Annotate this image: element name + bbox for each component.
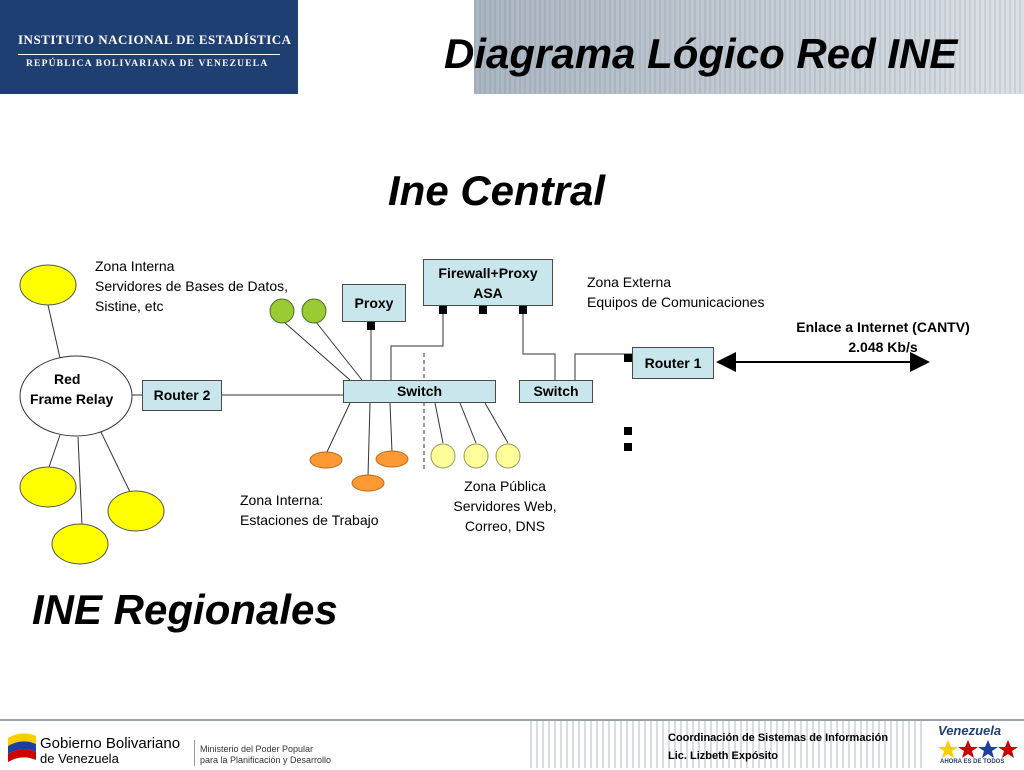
switch-main: Switch <box>343 380 496 403</box>
zone-workstations: Zona Interna: Estaciones de Trabajo <box>240 490 379 530</box>
link-regional-1 <box>47 434 61 471</box>
regional-node <box>19 466 77 508</box>
port-marker <box>479 306 487 314</box>
public-server <box>430 443 456 469</box>
link-public-2 <box>459 402 477 444</box>
zone-public: Zona Pública Servidores Web, Correo, DNS <box>440 476 570 536</box>
footer-pattern <box>530 721 925 768</box>
regional-node <box>19 264 77 306</box>
zone-label-line: Estaciones de Trabajo <box>240 512 379 528</box>
ministry-line1: Ministerio del Poder Popular <box>200 744 314 754</box>
zone-label-line: Zona Pública <box>464 478 546 494</box>
zone-label-line: Equipos de Comunicaciones <box>587 294 765 310</box>
venezuela-brand: Venezuela <box>938 723 1002 738</box>
internet-link-label: Enlace a Internet (CANTV) 2.048 Kb/s <box>778 317 988 357</box>
router-2: Router 2 <box>142 380 222 411</box>
link-public-3 <box>484 402 509 444</box>
port-marker <box>624 427 632 435</box>
link-regional-2 <box>77 436 83 526</box>
link-extswitch-router1 <box>574 353 633 380</box>
link-station-3 <box>389 402 393 453</box>
link-server-2 <box>315 321 363 381</box>
port-marker <box>624 443 632 451</box>
link-regional-3 <box>99 429 131 493</box>
footer-divider <box>194 740 195 766</box>
venezuela-slogan: AHORA ES DE TODOS <box>940 759 1005 765</box>
zone-label-line: Zona Interna <box>95 258 175 274</box>
link-firewall-extswitch <box>522 306 556 380</box>
switch-external: Switch <box>519 380 593 403</box>
regional-node <box>107 490 165 532</box>
link-firewall-switch <box>390 306 444 380</box>
zone-label-line: Servidores Web, <box>453 498 557 514</box>
header-shade <box>474 0 1024 94</box>
regional-section-title: INE Regionales <box>32 586 338 633</box>
internal-server <box>269 298 295 324</box>
link-station-2 <box>367 402 371 477</box>
asa-label: ASA <box>473 285 503 301</box>
port-marker <box>624 354 632 362</box>
internet-link-name: Enlace a Internet (CANTV) <box>796 319 970 335</box>
zone-label-line: Zona Externa <box>587 274 672 290</box>
gov-name-line1: Gobierno Bolivariano <box>40 735 181 752</box>
workstation <box>375 450 409 468</box>
regional-node <box>51 523 109 565</box>
public-server <box>495 443 521 469</box>
firewall-label: Firewall+Proxy <box>438 265 538 281</box>
gov-name-line2: de Venezuela <box>40 751 119 766</box>
zone-label-line: Sistine, etc <box>95 298 164 314</box>
router-1: Router 1 <box>632 347 714 379</box>
frame-relay-network <box>19 355 133 437</box>
zone-external: Zona Externa Equipos de Comunicaciones <box>587 272 764 312</box>
port-marker <box>519 306 527 314</box>
central-section-title: Ine Central <box>388 167 606 214</box>
link-regional-top <box>47 304 61 359</box>
workstation <box>351 474 385 492</box>
institute-logo-panel <box>0 0 298 94</box>
credit-line2: Lic. Lizbeth Expósito <box>668 750 779 762</box>
internal-server <box>301 298 327 324</box>
workstation <box>309 451 343 469</box>
page-title: Diagrama Lógico Red INE <box>444 30 958 77</box>
internet-link-speed: 2.048 Kb/s <box>848 339 918 355</box>
zone-label-line: Zona Interna: <box>240 492 324 508</box>
link-server-1 <box>283 321 351 381</box>
port-marker <box>439 306 447 314</box>
zone-internal-servers: Zona Interna Servidores de Bases de Dato… <box>95 256 288 316</box>
venezuela-flag-icon <box>8 733 36 762</box>
port-marker <box>367 322 375 330</box>
people-stars-icon <box>938 740 1018 758</box>
institute-name: INSTITUTO NACIONAL DE ESTADÍSTICA <box>18 32 292 47</box>
republic-name: REPÚBLICA BOLIVARIANA DE VENEZUELA <box>26 59 269 69</box>
zone-label-line: Servidores de Bases de Datos, <box>95 278 288 294</box>
public-server <box>463 443 489 469</box>
frame-relay-label-2: Frame Relay <box>30 391 114 407</box>
link-station-1 <box>325 402 351 455</box>
proxy-box: Proxy <box>342 284 406 322</box>
header-spacer <box>298 0 474 94</box>
logo-divider <box>18 54 280 55</box>
frame-relay-label-1: Red <box>54 371 81 387</box>
zone-label-line: Correo, DNS <box>464 518 546 534</box>
credit-line1: Coordinación de Sistemas de Información <box>668 732 889 744</box>
link-public-1 <box>434 402 444 444</box>
firewall-proxy-asa: Firewall+Proxy ASA <box>423 259 553 306</box>
ministry-line2: para la Planificación y Desarrollo <box>200 755 332 765</box>
